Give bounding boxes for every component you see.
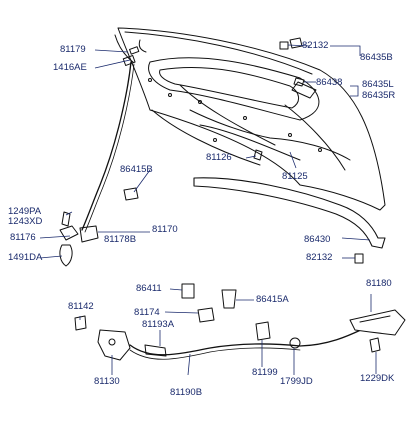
label-81130: 81130 [94,376,120,387]
label-81190b: 81190B [170,387,203,398]
label-86435l: 86435L [362,79,394,90]
leader-lines [39,44,377,376]
bumper-86438 [293,77,305,87]
label-81170: 81170 [152,224,178,235]
label-81193a: 81193A [142,319,175,330]
release-cable [129,327,366,360]
hood-latch-81130 [74,315,131,361]
label-1491da: 1491DA [8,252,43,263]
label-82132-bottom: 82132 [306,252,333,263]
label-82132-top: 82132 [302,40,329,51]
release-handle-81180 [349,309,406,353]
clip-81174 [197,307,215,323]
hood-panel [114,27,386,211]
label-1243xd: 1243XD [8,216,43,227]
rod-holder-clips [59,211,99,267]
bumper-82132-bottom [354,253,364,264]
label-1799jd: 1799JD [280,376,313,387]
label-81142: 81142 [68,301,94,312]
hood-support-rod [81,54,136,233]
label-86411: 86411 [136,283,162,294]
label-81199: 81199 [252,367,278,378]
label-81180: 81180 [366,278,392,289]
label-81125: 81125 [282,171,308,182]
label-1229dk: 1229DK [360,373,395,384]
bumper-82132-top [279,41,289,50]
label-81178b: 81178B [104,234,137,245]
clip-81126 [253,149,263,161]
label-81179: 81179 [60,44,86,55]
label-86415b: 86415B [120,164,153,175]
label-86415a: 86415A [256,294,289,305]
grommet-1799jd [289,337,301,349]
label-81126: 81126 [206,152,232,163]
label-1416ae: 1416AE [53,62,87,73]
label-86430: 86430 [304,234,331,245]
label-1249pa: 1249PA [8,206,42,217]
label-81174: 81174 [134,307,160,318]
label-86438: 86438 [316,77,343,88]
clip-81199 [255,321,271,341]
stopper-86415a [221,289,237,309]
stopper-86415b [123,187,139,201]
label-86435b: 86435B [360,52,393,63]
weather-strip-86430 [193,177,386,249]
label-86435r: 86435R [362,90,396,101]
stopper-86411 [181,283,195,299]
clip-81193a [144,344,167,357]
label-81176: 81176 [10,232,36,243]
